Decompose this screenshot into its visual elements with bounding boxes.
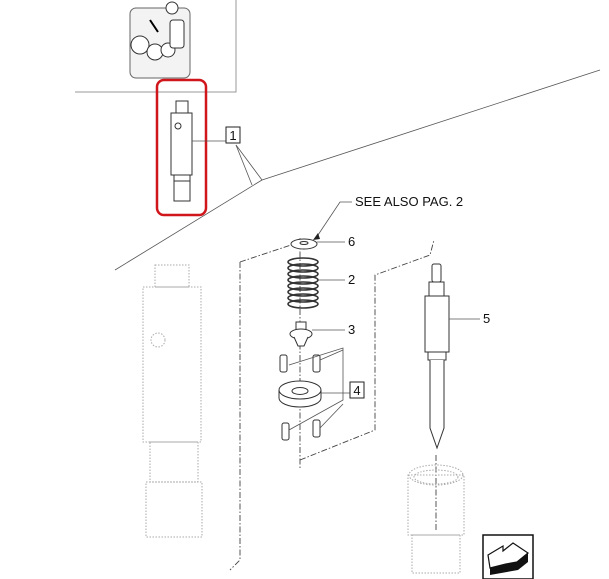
callout-4[interactable]: 4: [349, 381, 365, 399]
svg-text:1: 1: [229, 128, 236, 143]
callout-2[interactable]: 2: [348, 272, 355, 287]
see-also-note[interactable]: SEE ALSO PAG. 2: [355, 194, 463, 209]
callout-1[interactable]: 1: [225, 126, 241, 144]
ghost-nozzle-nut: [407, 464, 465, 574]
callout-6[interactable]: 6: [348, 234, 355, 249]
callout-3[interactable]: 3: [348, 322, 355, 337]
engine-thumbnail[interactable]: [75, 0, 237, 93]
callout-5[interactable]: 5: [483, 311, 490, 326]
nozzle-part-5[interactable]: [424, 263, 450, 450]
highlight-frame: [155, 78, 208, 217]
spring-part-2[interactable]: [287, 257, 319, 309]
spacer-part-4[interactable]: [278, 354, 322, 441]
injector-holder-part-1[interactable]: [170, 100, 193, 202]
ghost-injector-body: [142, 264, 203, 538]
svg-text:4: 4: [353, 383, 360, 398]
arrow-back-icon[interactable]: [482, 534, 534, 579]
washer-part-6[interactable]: [290, 238, 318, 250]
valve-part-3[interactable]: [289, 321, 313, 347]
